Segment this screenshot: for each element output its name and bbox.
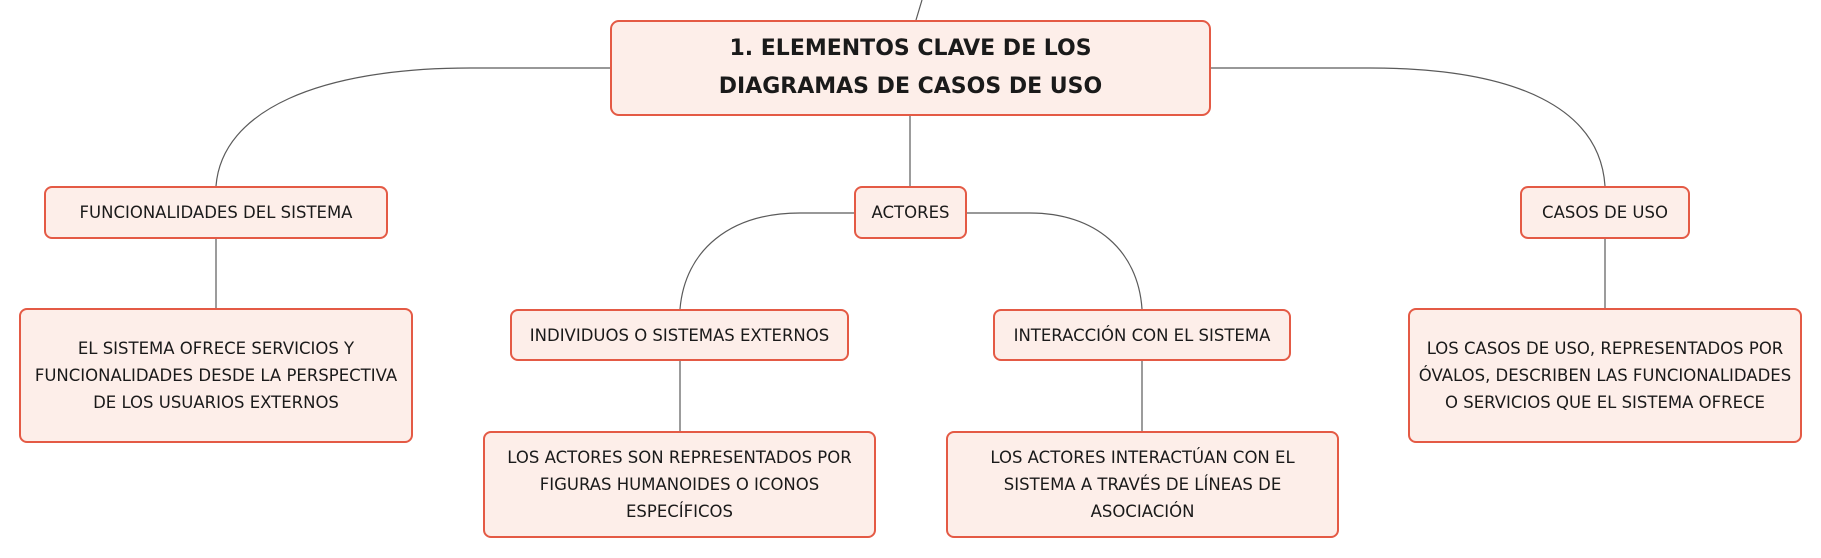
- node-label: INTERACCIÓN CON EL SISTEMA: [1013, 325, 1271, 345]
- root-title: 1. ELEMENTOS CLAVE DE LOS DIAGRAMAS DE C…: [718, 36, 1103, 99]
- node-casos-detail[interactable]: LOS CASOS DE USO, REPRESENTADOS POR ÓVAL…: [1408, 308, 1802, 443]
- node-label: FUNCIONALIDADES DEL SISTEMA: [79, 203, 353, 222]
- node-label: ACTORES: [871, 203, 950, 222]
- connector-root-casos: [1211, 67, 1606, 187]
- node-interaccion-detail[interactable]: LOS ACTORES INTERACTÚAN CON EL SISTEMA A…: [946, 431, 1339, 538]
- node-funcionalidades-del-sistema[interactable]: FUNCIONALIDADES DEL SISTEMA: [44, 186, 388, 239]
- connector-actores-individuos: [679, 212, 854, 310]
- node-casos-de-uso[interactable]: CASOS DE USO: [1520, 186, 1690, 239]
- node-detail-text: EL SISTEMA OFRECE SERVICIOS Y FUNCIONALI…: [34, 339, 398, 412]
- node-interaccion-con-el-sistema[interactable]: INTERACCIÓN CON EL SISTEMA: [993, 309, 1291, 361]
- node-individuos-detail[interactable]: LOS ACTORES SON REPRESENTADOS POR FIGURA…: [483, 431, 876, 538]
- node-funcionalidades-detail[interactable]: EL SISTEMA OFRECE SERVICIOS Y FUNCIONALI…: [19, 308, 413, 443]
- node-label: INDIVIDUOS O SISTEMAS EXTERNOS: [529, 325, 830, 345]
- node-detail-text: LOS ACTORES INTERACTÚAN CON EL SISTEMA A…: [990, 448, 1295, 521]
- root-node[interactable]: 1. ELEMENTOS CLAVE DE LOS DIAGRAMAS DE C…: [610, 20, 1211, 116]
- node-label: CASOS DE USO: [1542, 203, 1668, 222]
- node-actores[interactable]: ACTORES: [854, 186, 967, 239]
- connector-parent-root: [915, 0, 923, 21]
- connector-root-funcionalidades: [215, 67, 610, 187]
- node-detail-text: LOS ACTORES SON REPRESENTADOS POR FIGURA…: [507, 448, 852, 521]
- node-individuos-o-sistemas-externos[interactable]: INDIVIDUOS O SISTEMAS EXTERNOS: [510, 309, 849, 361]
- connector-actores-interaccion: [967, 212, 1143, 310]
- node-detail-text: LOS CASOS DE USO, REPRESENTADOS POR ÓVAL…: [1418, 339, 1792, 412]
